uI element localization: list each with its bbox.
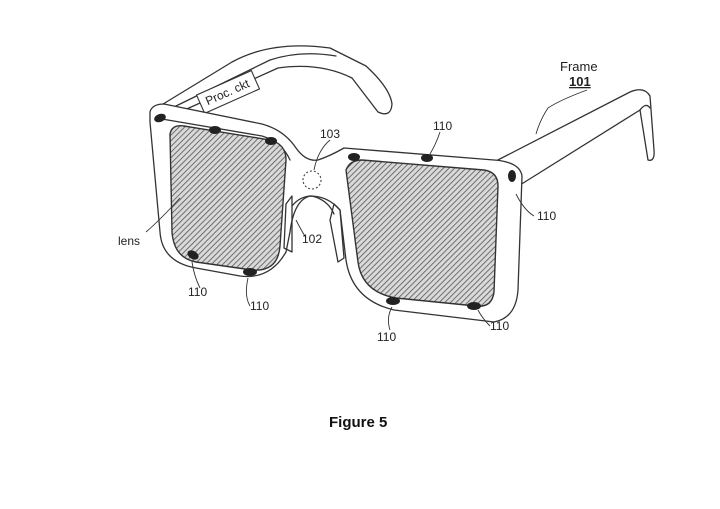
sensor xyxy=(421,154,433,162)
ref-110-label: 110 xyxy=(490,319,509,333)
sensor xyxy=(467,302,481,310)
left-temple-inner-edge xyxy=(175,53,337,107)
ref-110-label: 110 xyxy=(188,285,207,299)
sensor xyxy=(265,137,277,145)
sensor xyxy=(154,113,166,123)
sensors xyxy=(154,113,516,310)
sensor xyxy=(386,297,400,305)
sensor xyxy=(243,268,257,276)
ref-110-label: 110 xyxy=(537,209,556,223)
component-103-circle xyxy=(302,170,322,190)
lens-label: lens xyxy=(118,234,140,248)
right-temple-tip xyxy=(639,104,651,111)
left-lens xyxy=(169,124,287,271)
ref-103-label: 103 xyxy=(320,127,340,141)
left-temple-arm xyxy=(149,45,393,115)
nose-pads xyxy=(283,195,345,263)
ref-110-label: 110 xyxy=(250,299,269,313)
ref-110-label: 110 xyxy=(377,330,396,344)
sensor xyxy=(508,170,516,182)
right-lens xyxy=(345,159,499,307)
ref-102-label: 102 xyxy=(302,232,322,246)
figure-caption: Figure 5 xyxy=(329,414,387,431)
sensor xyxy=(209,126,221,134)
frame-ref-number: 101 xyxy=(569,74,591,89)
sensor xyxy=(187,250,199,260)
sensor xyxy=(348,153,360,161)
ref-110-label: 110 xyxy=(433,119,452,133)
leader-lines xyxy=(145,89,588,331)
right-temple-arm xyxy=(493,89,655,186)
frame-label: Frame xyxy=(560,59,598,74)
